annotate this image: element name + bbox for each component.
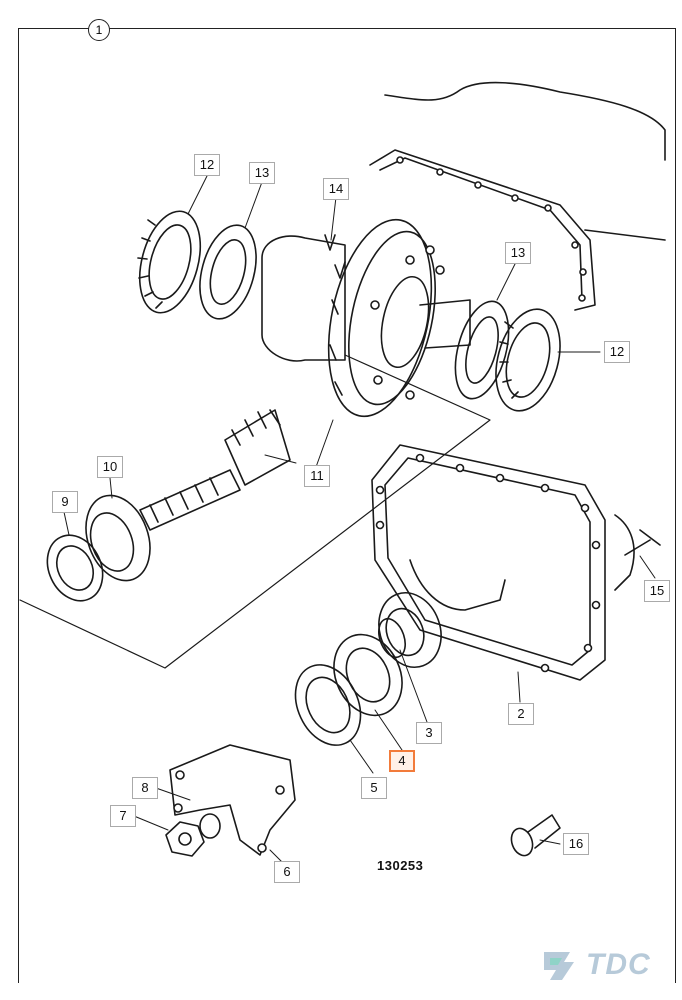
callout-8[interactable]: 8: [132, 777, 158, 799]
pinion-bearing: [85, 494, 151, 582]
shim-washer-9: [46, 534, 104, 602]
callout-5[interactable]: 5: [361, 777, 387, 799]
callout-14[interactable]: 14: [323, 178, 349, 200]
pinion-shaft: [139, 409, 291, 531]
leader-lines: [63, 175, 656, 863]
differential-carrier: [261, 218, 471, 418]
brand-name: TDC: [586, 948, 651, 981]
callout-6[interactable]: 6: [274, 861, 300, 883]
bolt-16: [510, 814, 561, 857]
housing-outline-inner: [584, 229, 666, 241]
breather: [614, 514, 661, 591]
washer-8: [199, 813, 221, 839]
assembly-outline: [19, 354, 491, 669]
bearing-race-left: [199, 224, 257, 320]
sheet-number-badge: 1: [88, 19, 110, 41]
callout-12-left[interactable]: 12: [194, 154, 220, 176]
upper-gasket: [369, 149, 596, 311]
diagram-frame: [18, 28, 676, 983]
callout-15[interactable]: 15: [644, 580, 670, 602]
brand-watermark: TDC: [540, 945, 651, 985]
housing-outline: [384, 81, 666, 161]
callout-11[interactable]: 11: [304, 465, 330, 487]
axle-housing: [371, 444, 606, 681]
callout-16[interactable]: 16: [563, 833, 589, 855]
callout-13-right[interactable]: 13: [505, 242, 531, 264]
callout-9[interactable]: 9: [52, 491, 78, 513]
callout-12-right[interactable]: 12: [604, 341, 630, 363]
bearing-cage-left: [137, 210, 202, 314]
gasket-holes: [396, 156, 587, 302]
callout-10[interactable]: 10: [97, 456, 123, 478]
yoke-flange: [169, 744, 296, 856]
callout-7[interactable]: 7: [110, 805, 136, 827]
drawing-number: 130253: [377, 858, 424, 873]
callout-3[interactable]: 3: [416, 722, 442, 744]
nut-7: [165, 821, 205, 857]
callout-13-left[interactable]: 13: [249, 162, 275, 184]
callout-2[interactable]: 2: [508, 703, 534, 725]
washer-5: [294, 664, 362, 746]
callout-4-highlighted[interactable]: 4: [389, 750, 415, 772]
bearing-cage-right: [495, 308, 561, 412]
bearing-4: [333, 633, 403, 717]
bearing-race-right: [454, 300, 510, 400]
tdc-logo-icon: [544, 952, 574, 980]
